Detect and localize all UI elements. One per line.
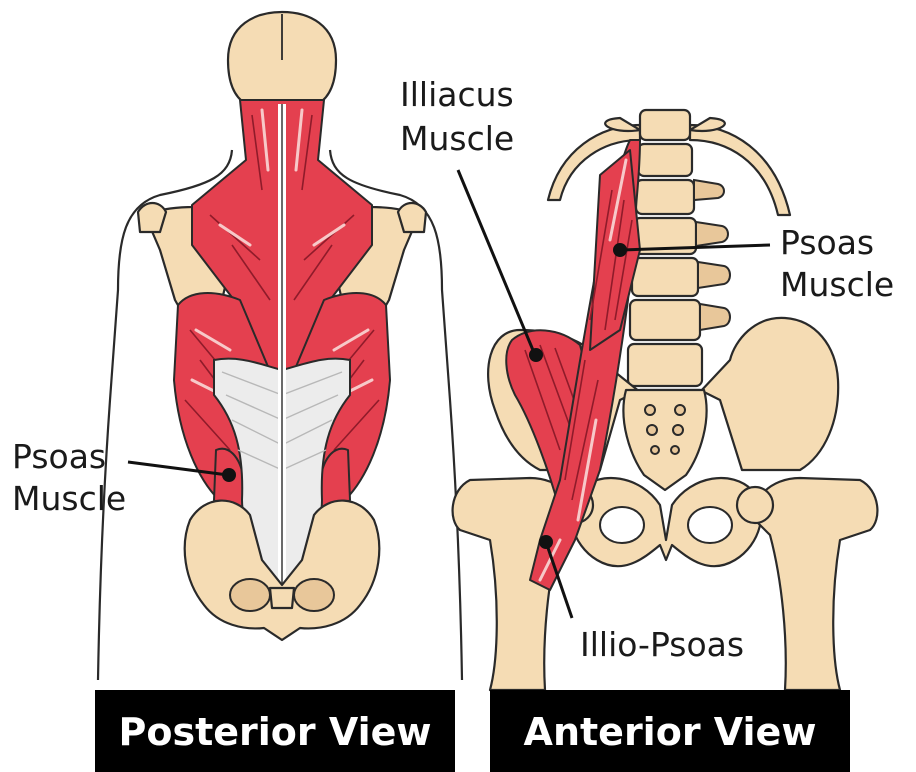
illio-psoas-dot [539,535,553,549]
illiacus-label-line1: Illiacus [400,75,514,114]
illio-psoas-label: Illio-Psoas [580,625,744,664]
anterior-psoas-label-line1: Psoas [780,223,874,262]
sacrum [623,390,706,490]
posterior-psoas-label-line1: Psoas [12,437,106,476]
posterior-psoas-dot [222,468,236,482]
illiacus-label-line2: Muscle [400,119,514,158]
right-humerus-head [398,203,426,232]
anterior-psoas-label-line2: Muscle [780,265,894,304]
anterior-view: Illiacus Muscle Psoas Muscle Illio-Psoas [400,75,894,690]
illiacus-leader [458,170,535,355]
anterior-caption: Anterior View [490,690,850,772]
left-humerus-head [138,203,166,232]
anterior-psoas-dot [613,243,627,257]
posterior-view: Psoas Muscle [12,12,462,680]
anterior-caption-text: Anterior View [524,710,817,754]
posterior-caption-text: Posterior View [119,710,432,754]
posterior-psoas-label-line2: Muscle [12,479,126,518]
posterior-caption: Posterior View [95,690,455,772]
illiacus-dot [529,348,543,362]
right-ribs [690,125,790,215]
